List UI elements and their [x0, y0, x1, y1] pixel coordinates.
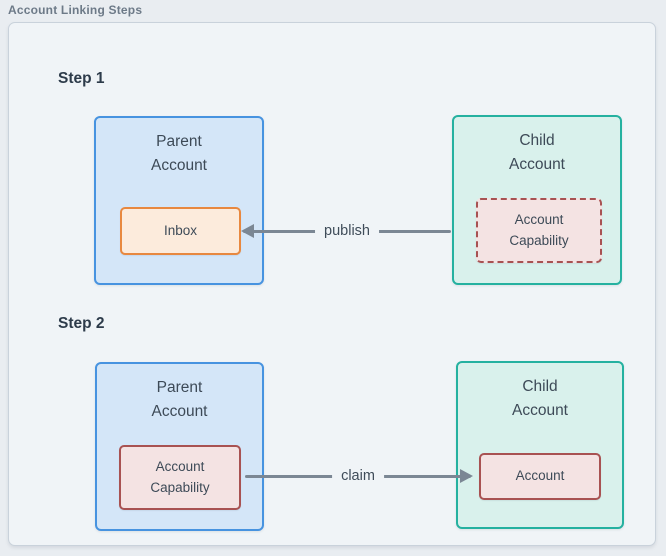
step2-child-account-label: Child Account — [511, 378, 568, 420]
step-2-heading: Step 2 — [58, 315, 105, 332]
step1-account-capability-node: Account Capability — [476, 198, 602, 263]
step1-inbox-node: Inbox — [120, 207, 241, 255]
step1-parent-account-label: Parent Account — [150, 133, 207, 175]
arrowhead-right-icon — [460, 469, 473, 483]
step2-account-capability-node: Account Capability — [119, 445, 241, 510]
step1-child-account-label: Child Account — [508, 132, 565, 174]
step1-child-account-node: Child Account Account Capability — [452, 115, 622, 285]
step2-account-node: Account — [479, 453, 601, 500]
diagram-title: Account Linking Steps — [8, 3, 143, 17]
step-1-heading: Step 1 — [58, 70, 105, 87]
step2-child-account-node: Child Account Account — [456, 361, 624, 529]
step2-parent-account-label: Parent Account — [151, 379, 208, 421]
diagram-panel: Step 1 Parent Account Inbox Child Accoun… — [8, 22, 656, 546]
step1-parent-account-node: Parent Account Inbox — [94, 116, 264, 285]
step2-parent-account-node: Parent Account Account Capability — [95, 362, 264, 531]
claim-arrow: claim — [243, 464, 473, 488]
claim-arrow-label: claim — [332, 468, 384, 484]
publish-arrow: publish — [241, 219, 453, 243]
publish-arrow-label: publish — [315, 223, 379, 239]
